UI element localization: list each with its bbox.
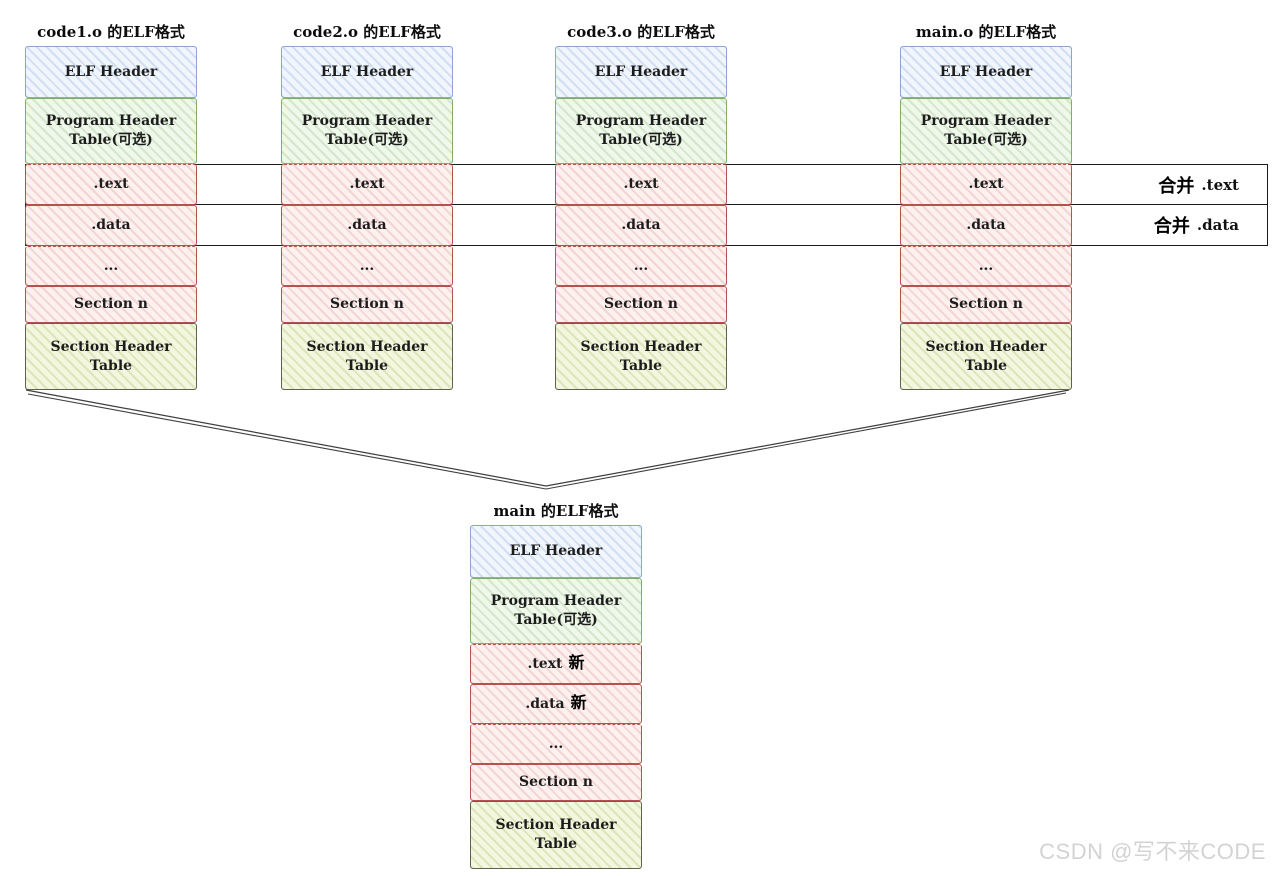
- ellipsis-section-box: ...: [900, 246, 1072, 286]
- column-code2: code2.o 的ELF格式 ELF Header Program Header…: [281, 18, 453, 390]
- merge-band-data-label: 合并 .data: [1154, 205, 1239, 245]
- elf-header-box: ELF Header: [281, 46, 453, 98]
- ellipsis-section-box: ...: [555, 246, 727, 286]
- box-label: ...: [548, 735, 564, 752]
- section-n-box: Section n: [470, 764, 642, 801]
- merge-action-label: 合并: [1153, 216, 1190, 236]
- column-title: code1.o 的ELF格式: [37, 23, 185, 41]
- program-header-table-box: Program Header Table(可选): [25, 98, 197, 164]
- text-section-box: .text: [900, 164, 1072, 205]
- section-header-table-box: Section Header Table: [900, 323, 1072, 390]
- new-badge: 新: [568, 655, 585, 673]
- section-header-table-box: Section Header Table: [555, 323, 727, 390]
- elf-header-box: ELF Header: [470, 525, 642, 578]
- section-header-table-box: Section Header Table: [25, 323, 197, 390]
- column-main-merged: main 的ELF格式 ELF Header Program Header Ta…: [470, 497, 642, 869]
- section-header-table-box: Section Header Table: [470, 801, 642, 869]
- column-title: main 的ELF格式: [493, 502, 619, 520]
- merge-section-label: .text: [1201, 175, 1239, 194]
- section-n-box: Section n: [900, 286, 1072, 323]
- elf-header-box: ELF Header: [555, 46, 727, 98]
- program-header-table-box: Program Header Table(可选): [900, 98, 1072, 164]
- section-header-table-box: Section Header Table: [281, 323, 453, 390]
- program-header-table-box: Program Header Table(可选): [555, 98, 727, 164]
- column-code1: code1.o 的ELF格式 ELF Header Program Header…: [25, 18, 197, 390]
- box-label: .data: [525, 695, 565, 712]
- text-section-box: .text: [281, 164, 453, 205]
- box-label: Section Header Table: [495, 817, 617, 852]
- ellipsis-section-box: ...: [470, 724, 642, 764]
- ellipsis-section-box: ...: [281, 246, 453, 286]
- elf-header-box: ELF Header: [900, 46, 1072, 98]
- box-label: Program Header Table(可选): [490, 593, 622, 628]
- program-header-table-box: Program Header Table(可选): [470, 578, 642, 644]
- text-section-box: .text: [25, 164, 197, 205]
- merge-action-label: 合并: [1158, 175, 1195, 196]
- data-section-box: .data: [281, 205, 453, 246]
- csdn-watermark: CSDN @写不来CODE: [1039, 839, 1266, 864]
- column-title: code2.o 的ELF格式: [293, 23, 441, 41]
- section-n-box: Section n: [25, 286, 197, 323]
- box-label: ELF Header: [509, 543, 603, 560]
- column-code3: code3.o 的ELF格式 ELF Header Program Header…: [555, 18, 727, 390]
- data-section-box: .data: [25, 205, 197, 246]
- new-badge: 新: [570, 695, 587, 713]
- data-section-box: .data: [900, 205, 1072, 246]
- data-section-box: .data: [555, 205, 727, 246]
- box-label: .text: [527, 655, 563, 672]
- merge-band-text-label: 合并 .text: [1158, 165, 1239, 204]
- merge-section-label: .data: [1196, 216, 1239, 234]
- section-n-box: Section n: [281, 286, 453, 323]
- text-section-box: .text: [555, 164, 727, 205]
- program-header-table-box: Program Header Table(可选): [281, 98, 453, 164]
- column-title: code3.o 的ELF格式: [567, 23, 715, 41]
- elf-header-box: ELF Header: [25, 46, 197, 98]
- ellipsis-section-box: ...: [25, 246, 197, 286]
- box-label: Section n: [519, 774, 593, 791]
- text-section-box: .text 新: [470, 644, 642, 684]
- column-main-o: main.o 的ELF格式 ELF Header Program Header …: [900, 18, 1072, 390]
- data-section-box: .data 新: [470, 684, 642, 724]
- column-title: main.o 的ELF格式: [915, 23, 1057, 41]
- section-n-box: Section n: [555, 286, 727, 323]
